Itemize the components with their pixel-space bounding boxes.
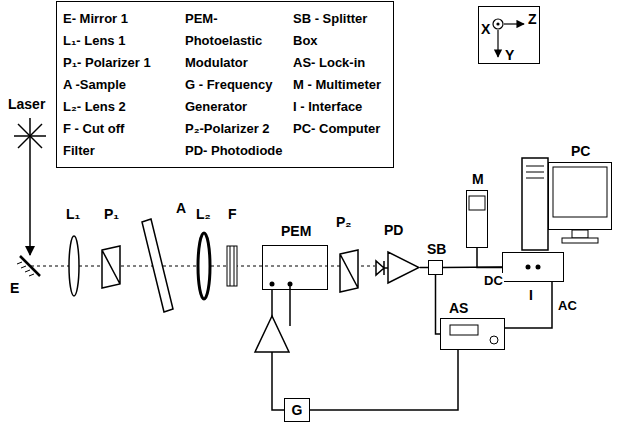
part-label: A — [176, 200, 186, 217]
axis-arrow — [504, 23, 524, 24]
key-entry: F - Cut off Filter — [63, 118, 143, 162]
photodiode-amplifier-symbol — [375, 250, 420, 285]
part-label: G — [285, 402, 309, 419]
signal-label: DC — [483, 273, 504, 288]
key-entry: I - Interface — [293, 96, 389, 118]
key-entry: L₁- Lens 1 — [63, 30, 183, 52]
key-entry: M - Multimeter — [293, 74, 389, 96]
lens — [198, 233, 210, 299]
key-entry: G - Frequency Generator — [185, 74, 285, 118]
signal-wire — [505, 282, 552, 328]
drive-slot — [526, 166, 544, 178]
part-label: L₂ — [196, 206, 211, 223]
terminal-dot — [526, 265, 531, 270]
signal-wire — [310, 350, 458, 410]
signal-wire — [477, 248, 502, 268]
electrode-dot — [270, 282, 275, 287]
polarizer — [340, 250, 358, 292]
axis-box: X Z Y — [478, 6, 540, 64]
interface-box: I — [502, 252, 564, 282]
key-entry: AS- Lock-in — [293, 52, 389, 74]
abbreviation-key-box: E- Mirror 1L₁- Lens 1P₁- Polarizer 1A -S… — [56, 1, 394, 168]
lockin-display — [450, 325, 478, 335]
key-entry: PD- Photodiode — [185, 140, 295, 162]
monitor-stand — [572, 230, 588, 238]
part-label: PEM — [281, 223, 311, 240]
key-entry: P₁- Polarizer 1 — [63, 52, 183, 74]
part-label: M — [472, 171, 484, 188]
mirror-hatch — [17, 262, 34, 276]
key-entry: L₂- Lens 2 — [63, 96, 183, 118]
filter-plate — [230, 246, 231, 286]
monitor-base — [562, 238, 598, 243]
signal-label: AC — [557, 298, 578, 313]
polarizer — [102, 246, 120, 288]
meter-display — [469, 196, 485, 210]
wire — [289, 286, 291, 326]
amplifier-symbol — [255, 316, 289, 352]
multimeter-box: M — [466, 190, 488, 248]
computer-monitor: PC — [548, 162, 612, 230]
key-entry: A -Sample — [63, 74, 183, 96]
part-label: PC — [571, 143, 590, 160]
part-label: SB — [427, 241, 446, 258]
part-label: I — [529, 287, 533, 304]
filter-plate — [234, 246, 235, 286]
axis-arrow — [497, 30, 498, 57]
key-entry: PC- Computer — [293, 118, 389, 140]
part-label: PD — [384, 222, 403, 239]
axis-x-dot — [496, 22, 499, 25]
axis-label: X — [481, 21, 490, 38]
cut-off-filter — [227, 246, 237, 286]
part-label: L₁ — [66, 206, 80, 223]
key-entry: E- Mirror 1 — [63, 8, 183, 30]
photodiode-amplifier: PD — [375, 250, 420, 285]
part-label: P₁ — [104, 206, 119, 223]
laser-beam — [29, 136, 31, 255]
axis-x-symbol — [493, 19, 503, 29]
axis-label: Y — [505, 47, 514, 64]
key-entry: PEM- Photoelastic Modulator — [185, 8, 285, 74]
monitor-screen — [553, 167, 607, 217]
signal-wire — [420, 267, 428, 269]
axis-label: Z — [528, 11, 537, 28]
generator-box: G — [284, 398, 310, 422]
part-label: P₂ — [336, 214, 352, 231]
photodiode-symbol — [376, 261, 384, 275]
part-label: Laser — [8, 96, 45, 113]
part-label: AS — [449, 300, 468, 317]
splitter-box: SB — [428, 260, 443, 275]
laser-ray — [29, 118, 31, 136]
lockin-box: AS — [440, 318, 505, 350]
key-entry: SB - Splitter Box — [293, 8, 383, 52]
sample — [142, 219, 173, 312]
terminal-dot — [536, 265, 541, 270]
lockin-knob — [490, 336, 498, 344]
pc-tower — [522, 158, 548, 250]
part-label: F — [228, 206, 237, 223]
lens — [69, 236, 79, 296]
electrode-dot — [288, 282, 293, 287]
amplifier-symbol — [388, 252, 419, 283]
part-label: E — [10, 280, 19, 297]
key-entry: P₂-Polarizer 2 — [185, 118, 295, 140]
modulator-box: PEM — [262, 245, 328, 290]
